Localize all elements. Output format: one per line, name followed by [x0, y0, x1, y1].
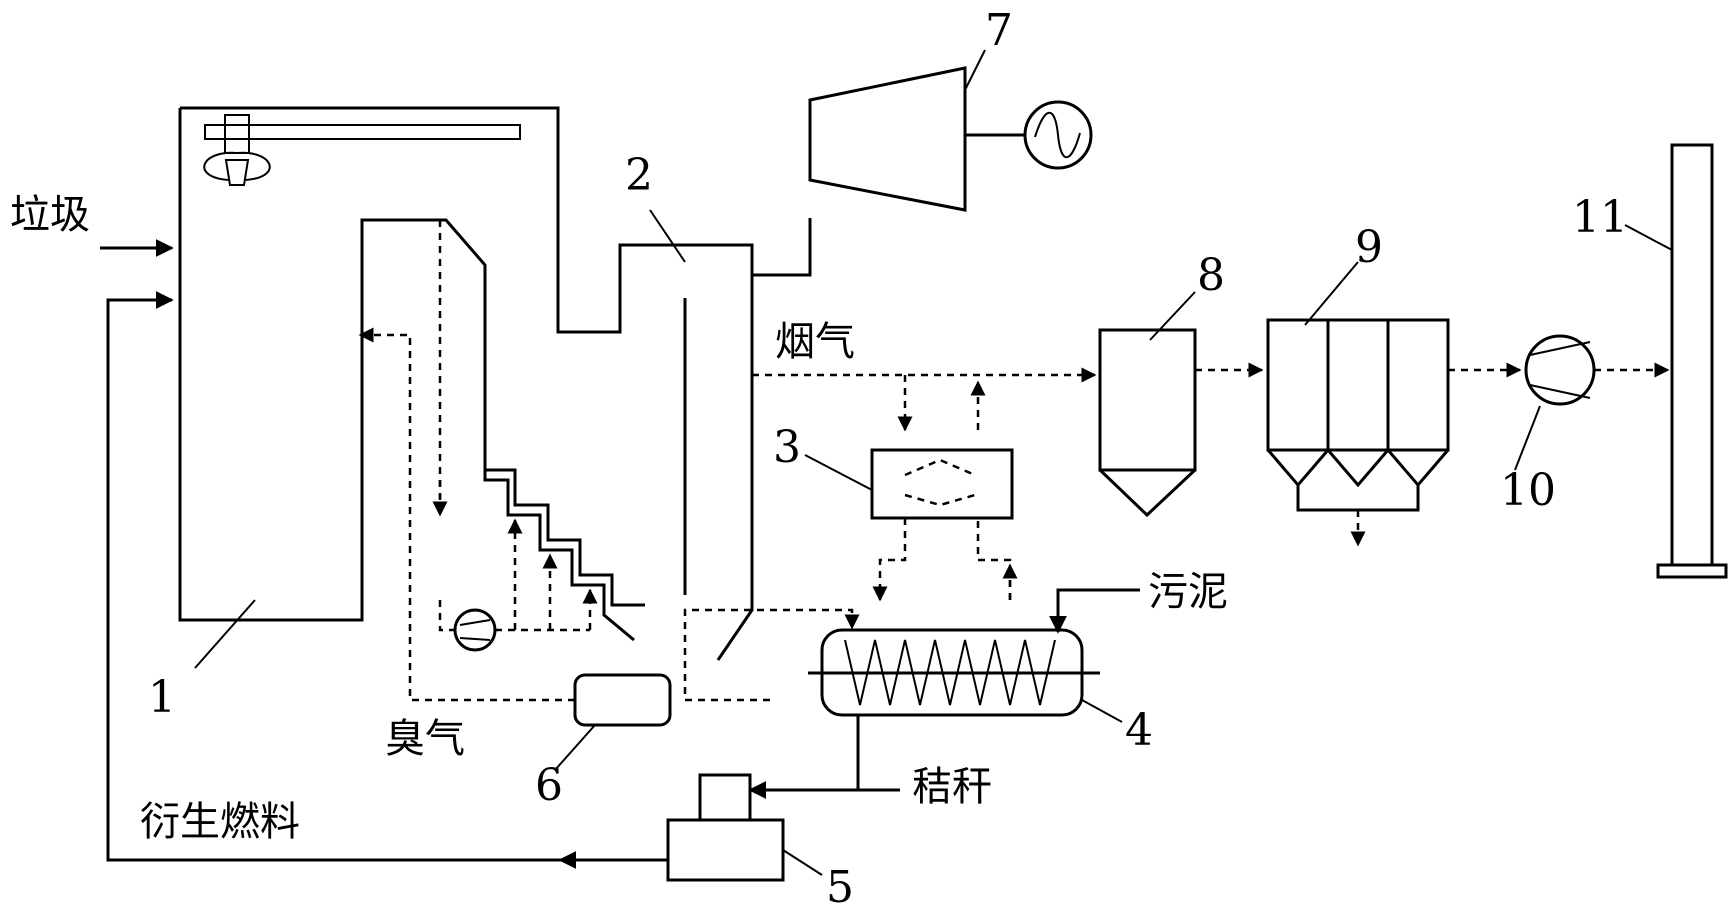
leader-2: [649, 209, 686, 263]
label-7: 7: [985, 5, 1013, 56]
turbine: [808, 66, 1093, 212]
grate-lower: [483, 470, 635, 642]
label-5: 5: [826, 862, 854, 909]
primary-air-line: [438, 220, 455, 632]
heat-to-4: [872, 518, 907, 602]
fuel-return: [106, 291, 560, 862]
label-10: 10: [1500, 465, 1556, 516]
odor-unit: [573, 673, 672, 727]
leader-3: [804, 454, 873, 491]
leader-1: [194, 599, 256, 669]
heat-exchanger: [870, 448, 1014, 520]
leader-7: [964, 49, 986, 91]
label-6: 6: [535, 760, 563, 811]
label-4: 4: [1125, 705, 1153, 756]
label-sludge: 污泥: [1148, 569, 1228, 615]
waste-pit: [178, 106, 754, 622]
leader-5: [782, 849, 823, 876]
reactor: [1098, 328, 1197, 518]
label-1: 1: [148, 672, 176, 723]
label-3: 3: [773, 422, 801, 473]
label-11: 11: [1572, 192, 1628, 243]
leader-6: [554, 724, 596, 771]
bag-filter: [1266, 318, 1450, 512]
grate: [485, 468, 645, 607]
heat-from-4: [976, 518, 1012, 600]
leader-9: [1304, 261, 1359, 326]
label-odor-gas: 臭气: [385, 716, 465, 762]
odor-from-4: [683, 608, 860, 702]
leader-4: [1081, 699, 1123, 723]
label-straw: 秸秆: [912, 764, 992, 810]
odor-to-pit: [358, 327, 575, 702]
sludge-in: [1049, 588, 1140, 634]
crane-icon: [203, 114, 521, 186]
label-flue-gas: 烟气: [775, 319, 855, 365]
air-fan-icon: [453, 608, 497, 652]
induced-fan-icon: [1524, 334, 1596, 406]
generator-icon: [1023, 100, 1093, 170]
leader-8: [1149, 291, 1196, 341]
label-8: 8: [1197, 250, 1225, 301]
leader-10: [1514, 405, 1541, 471]
chimney: [1656, 143, 1728, 579]
label-waste: 垃圾: [10, 192, 90, 238]
label-9: 9: [1355, 222, 1383, 273]
sludge-dryer: [808, 628, 1100, 717]
label-2: 2: [625, 150, 653, 201]
boiler: [683, 218, 812, 661]
label-derived-fuel: 衍生燃料: [140, 799, 300, 845]
leader-11: [1624, 224, 1673, 251]
